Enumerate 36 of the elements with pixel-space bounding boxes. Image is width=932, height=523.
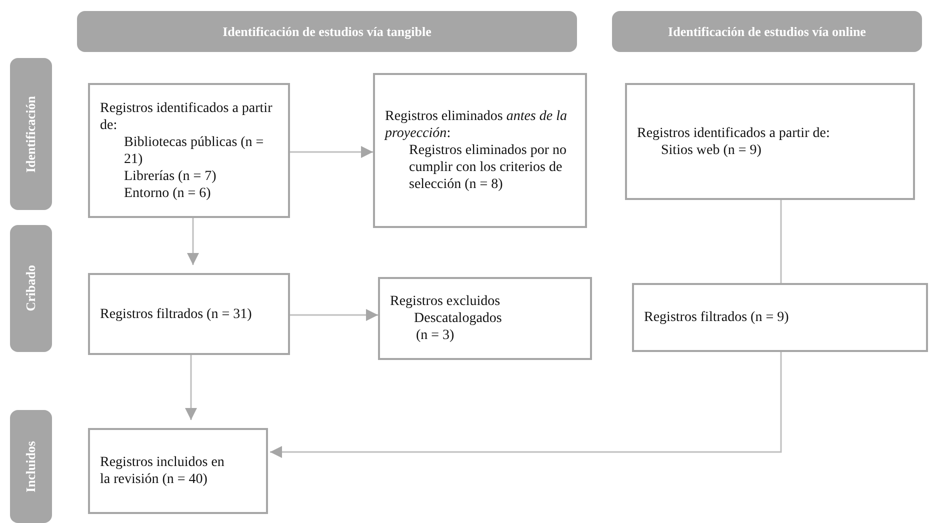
phase-label [10, 58, 52, 210]
phase-text: Incluidos [23, 440, 39, 492]
box-detail-text: Registros eliminados por no cumplir con los criterios de selección (n = 8) [408, 142, 568, 193]
process-box [625, 83, 915, 200]
phase-label [10, 225, 52, 352]
arrow [187, 218, 199, 265]
header-text: Identificación de estudios vía online [668, 24, 866, 40]
arrow [270, 352, 782, 458]
phase-text: Identificación [23, 96, 39, 172]
process-box [632, 283, 928, 352]
phase-label [10, 410, 52, 523]
process-box [373, 73, 587, 228]
process-box [88, 428, 268, 514]
box-detail-text: Bibliotecas públicas (n = 21) [123, 134, 265, 168]
arrow [290, 146, 373, 158]
process-box [378, 277, 592, 360]
box-detail-text: (n = 3) [415, 327, 456, 344]
box-text: Registros identificados a partir de: [100, 100, 274, 134]
arrow [185, 355, 197, 420]
section-header [77, 11, 577, 52]
arrow [290, 309, 378, 321]
process-box [88, 83, 290, 218]
box-text: Registros filtrados (n = 9) [644, 309, 790, 326]
box-detail-text: Sitios web (n = 9) [660, 142, 762, 158]
box-text: Registros incluidos en la revisión (n = 40) [100, 454, 226, 488]
phase-text: Cribado [23, 265, 39, 312]
box-text: Registros excluidos [390, 293, 502, 310]
box-detail-text: Entorno (n = 6) [123, 184, 212, 202]
header-text: Identificación de estudios vía tangible [222, 24, 432, 40]
box-text: Registros filtrados (n = 31) [100, 306, 253, 322]
box-detail-text: Descatalogados [413, 310, 503, 327]
box-text: Registros eliminados antes de la proyección: [385, 108, 568, 142]
section-header [612, 11, 922, 52]
box-detail-text: Librerías (n = 7) [123, 168, 218, 184]
box-text: Registros identificados a partir de: [637, 124, 831, 142]
process-box [88, 273, 290, 355]
